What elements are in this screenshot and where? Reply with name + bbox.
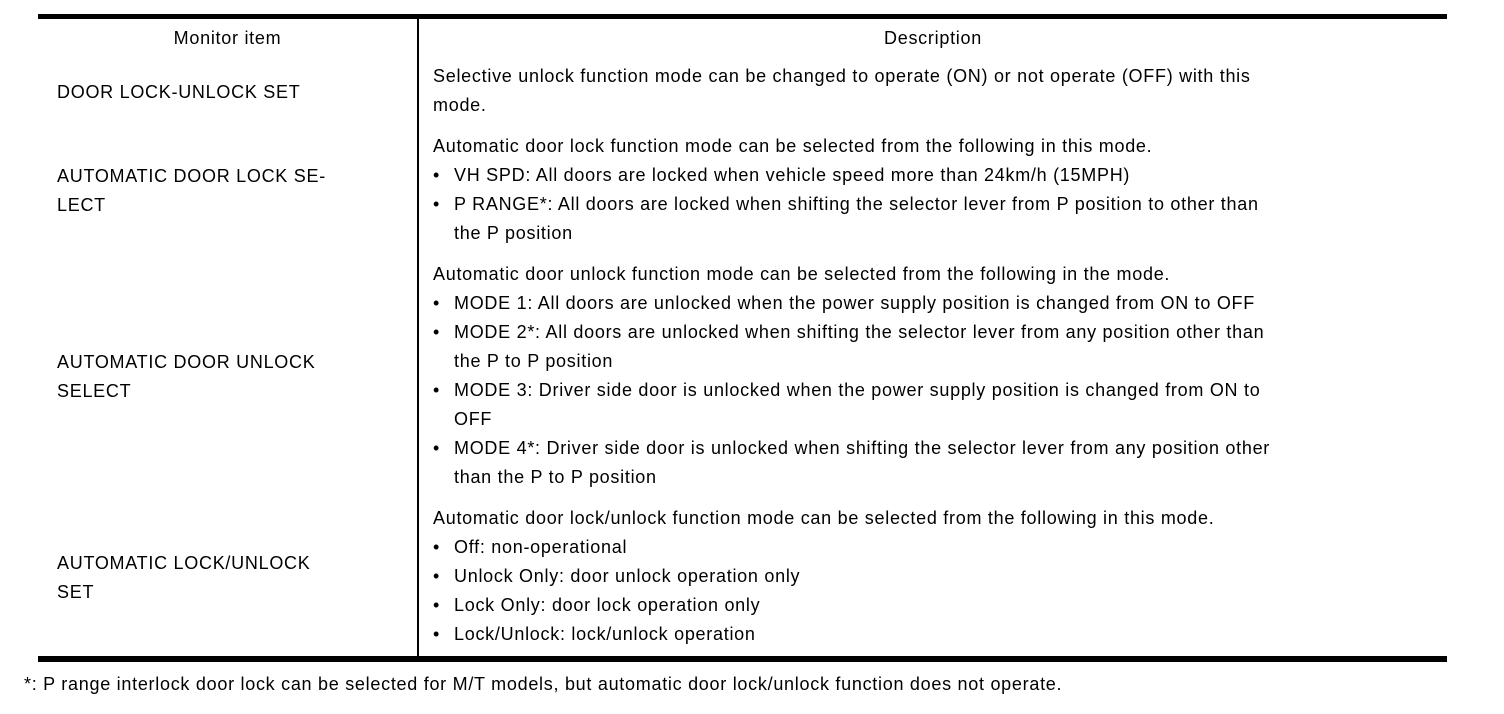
description-intro: Automatic door lock function mode can be… — [433, 136, 1153, 156]
bullet-text: Off: non-operational — [454, 537, 628, 557]
bullet-text: MODE 1: All doors are unlocked when the … — [454, 293, 1255, 313]
monitor-item-cell: DOOR LOCK-UNLOCK SET — [38, 57, 419, 127]
header-description: Description — [884, 27, 982, 48]
header-monitor-item: Monitor item — [38, 16, 419, 57]
monitor-items-table: Monitor item Description DOOR LOCK-UNLOC… — [38, 14, 1447, 662]
bullet-marker-icon: • — [433, 438, 441, 458]
bullet-item: • Off: non-operational — [433, 533, 1441, 562]
description-cell: Automatic door lock function mode can be… — [418, 127, 1447, 255]
bullet-marker-icon: • — [433, 537, 441, 557]
table-row: AUTOMATIC DOOR LOCK SE- LECT Automatic do… — [38, 127, 1447, 255]
description-intro: Automatic door lock/unlock function mode… — [433, 508, 1215, 528]
bullet-marker-icon: • — [433, 380, 441, 400]
bullet-item: • VH SPD: All doors are locked when vehic… — [433, 161, 1441, 190]
description-cell: Selective unlock function mode can be ch… — [418, 57, 1447, 127]
bullet-item: • Unlock Only: door unlock operation only — [433, 562, 1441, 591]
table-row: AUTOMATIC DOOR UNLOCK SELECT Automatic do… — [38, 255, 1447, 499]
monitor-item-cell: AUTOMATIC LOCK/UNLOCK SET — [38, 499, 419, 659]
bullet-item: • Lock Only: door lock operation only — [433, 591, 1441, 620]
table-row: DOOR LOCK-UNLOCK SET Selective unlock fun… — [38, 57, 1447, 127]
monitor-item-cell: AUTOMATIC DOOR UNLOCK SELECT — [38, 255, 419, 499]
bullet-item: • MODE 1: All doors are unlocked when the… — [433, 289, 1441, 318]
monitor-item-cell: AUTOMATIC DOOR LOCK SE- LECT — [38, 127, 419, 255]
header-row: Monitor item Description — [38, 16, 1447, 57]
bullet-text: MODE 3: Driver side door is unlocked whe… — [454, 380, 1261, 429]
bullet-marker-icon: • — [433, 566, 441, 586]
bullet-marker-icon: • — [433, 165, 441, 185]
description-cell: Automatic door unlock function mode can … — [418, 255, 1447, 499]
bullet-text: Lock/Unlock: lock/unlock operation — [454, 624, 756, 644]
bullet-marker-icon: • — [433, 194, 441, 214]
document-page: Monitor item Description DOOR LOCK-UNLOC… — [24, 14, 1447, 694]
bullet-item: • MODE 4*: Driver side door is unlocked w… — [433, 434, 1441, 492]
bullet-marker-icon: • — [433, 293, 441, 313]
bullet-item: • Lock/Unlock: lock/unlock operation — [433, 620, 1441, 649]
bullet-text: MODE 2*: All doors are unlocked when shi… — [454, 322, 1265, 371]
bullet-text: Lock Only: door lock operation only — [454, 595, 761, 615]
description-intro: Automatic door unlock function mode can … — [433, 264, 1171, 284]
description-intro: Selective unlock function mode can be ch… — [433, 66, 1251, 115]
bullet-marker-icon: • — [433, 322, 441, 342]
bullet-marker-icon: • — [433, 595, 441, 615]
table-header: Monitor item Description — [38, 16, 1447, 57]
footnote: *: P range interlock door lock can be se… — [24, 674, 1063, 694]
bullet-text: P RANGE*: All doors are locked when shif… — [454, 194, 1259, 243]
description-cell: Automatic door lock/unlock function mode… — [418, 499, 1447, 659]
bullet-marker-icon: • — [433, 624, 441, 644]
bullet-item: • MODE 2*: All doors are unlocked when sh… — [433, 318, 1441, 376]
bullet-text: MODE 4*: Driver side door is unlocked wh… — [454, 438, 1271, 487]
table-row: AUTOMATIC LOCK/UNLOCK SET Automatic door … — [38, 499, 1447, 659]
bullet-text: VH SPD: All doors are locked when vehicl… — [454, 165, 1131, 185]
bullet-item: • P RANGE*: All doors are locked when shi… — [433, 190, 1441, 248]
table-body: DOOR LOCK-UNLOCK SET Selective unlock fun… — [38, 57, 1447, 659]
bullet-text: Unlock Only: door unlock operation only — [454, 566, 801, 586]
bullet-item: • MODE 3: Driver side door is unlocked wh… — [433, 376, 1441, 434]
